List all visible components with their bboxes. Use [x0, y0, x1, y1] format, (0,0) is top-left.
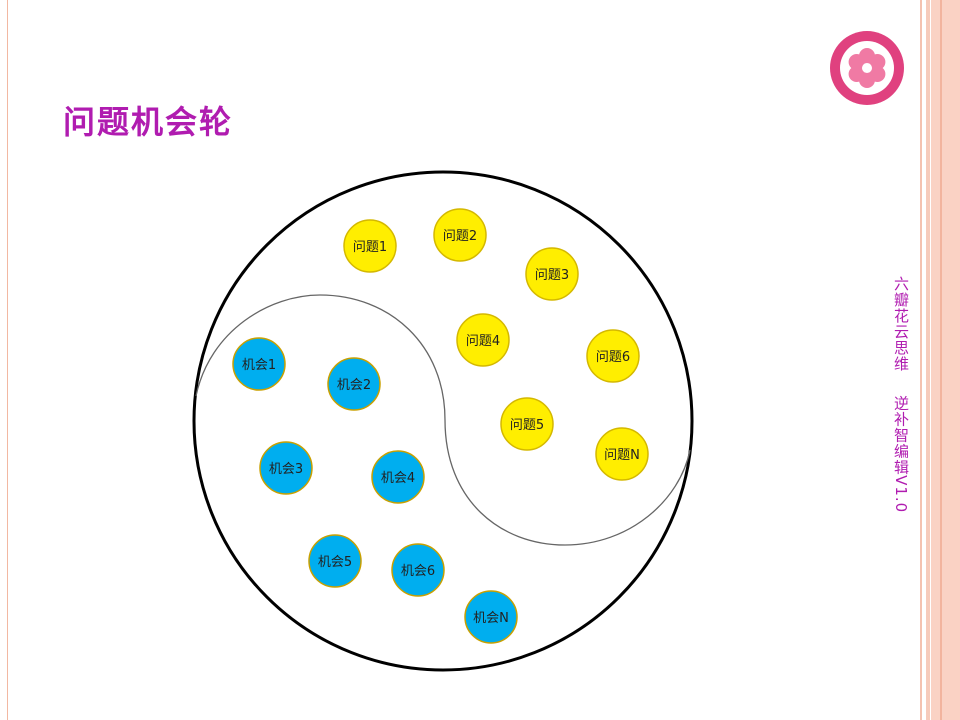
- problem-node-label: 问题1: [353, 240, 387, 255]
- problem-node-label: 问题4: [466, 334, 500, 349]
- opportunity-node-label: 机会2: [337, 378, 371, 393]
- opportunity-node-label: 机会N: [473, 611, 509, 626]
- opportunity-node: 机会4: [371, 450, 425, 504]
- problem-node: 问题1: [343, 219, 397, 273]
- problem-node: 问题4: [456, 313, 510, 367]
- opportunity-node-label: 机会6: [401, 564, 435, 579]
- opportunity-node-label: 机会4: [381, 471, 415, 486]
- problem-node: 问题6: [586, 329, 640, 383]
- problem-node: 问题3: [525, 247, 579, 301]
- opportunity-node: 机会2: [327, 357, 381, 411]
- wheel-divider-curve: [195, 294, 691, 546]
- problem-node: 问题N: [595, 427, 649, 481]
- opportunity-node-label: 机会1: [242, 358, 276, 373]
- problem-nodes: 问题1 问题2 问题3 问题4 问题6 问题5 问题N: [343, 208, 649, 481]
- right-border-band: [926, 0, 930, 720]
- problem-node: 问题2: [433, 208, 487, 262]
- opportunity-node-label: 机会5: [318, 555, 352, 570]
- problem-node-label: 问题N: [604, 448, 640, 463]
- opportunity-node-label: 机会3: [269, 462, 303, 477]
- opportunity-node: 机会6: [391, 543, 445, 597]
- left-border-rule: [7, 0, 8, 720]
- flower-logo: [830, 31, 904, 105]
- problem-node-label: 问题2: [443, 229, 477, 244]
- right-border-band: [940, 0, 942, 720]
- problem-node-label: 问题5: [510, 418, 544, 433]
- slide-title: 问题机会轮: [63, 103, 234, 141]
- right-border-band: [920, 0, 922, 720]
- problem-node-label: 问题6: [596, 350, 630, 365]
- right-border-band: [931, 0, 960, 720]
- problem-node: 问题5: [500, 397, 554, 451]
- problem-node-label: 问题3: [535, 268, 569, 283]
- vertical-caption: 六瓣花云思维 逆补智编辑V1.0: [892, 276, 910, 514]
- opportunity-nodes: 机会1 机会2 机会3 机会4 机会5 机会6 机会N: [232, 337, 518, 644]
- opportunity-node: 机会N: [464, 590, 518, 644]
- wheel-outer-circle: [192, 170, 694, 672]
- opportunity-node: 机会5: [308, 534, 362, 588]
- opportunity-node: 机会3: [259, 441, 313, 495]
- opportunity-node: 机会1: [232, 337, 286, 391]
